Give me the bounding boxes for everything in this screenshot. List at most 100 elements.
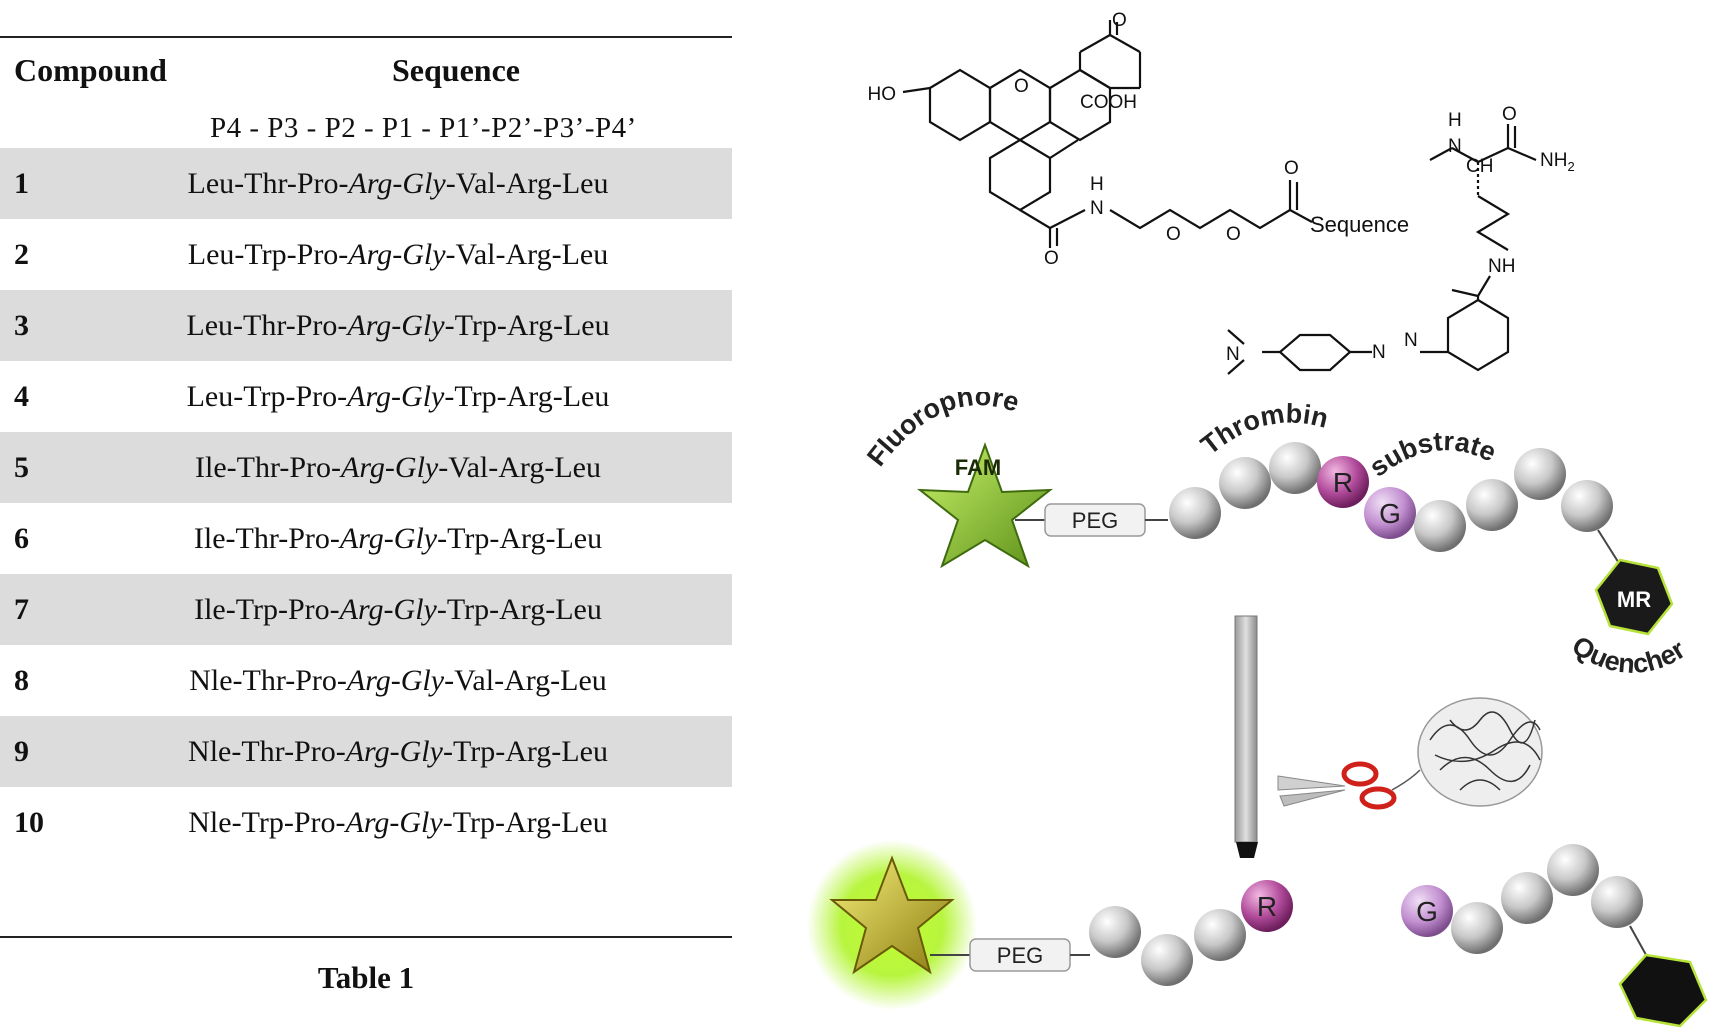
label-o-carbonyl: O <box>1284 158 1299 179</box>
peptide-sequence: Nle-Thr-Pro-Arg-Gly-Trp-Arg-Leu <box>88 716 708 787</box>
label-bead-r-2: R <box>1257 891 1277 922</box>
bead <box>1194 909 1246 961</box>
label-o-peg1: O <box>1166 224 1181 245</box>
bead <box>1547 844 1599 896</box>
sequence-part-gly: Gly <box>402 238 446 271</box>
sequence-part-dash: - <box>383 593 394 626</box>
sequence-part-pre: Leu-Trp-Pro- <box>187 238 349 271</box>
sequence-part-arg: Arg <box>341 451 385 484</box>
benzamide-ring <box>1446 298 1510 372</box>
table-row: 5 Ile-Thr-Pro-Arg-Gly-Val-Arg-Leu <box>0 432 732 503</box>
positions-label: P4 - P3 - P2 - P1 - P1’-P2’-P3’-P4’ <box>210 112 637 144</box>
sequence-part-dash: - <box>384 451 395 484</box>
reaction-arrow <box>1234 615 1258 843</box>
bead <box>1141 934 1193 986</box>
label-o-keto: O <box>1112 10 1127 31</box>
compound-number: 6 <box>14 522 29 555</box>
bead <box>1269 442 1321 494</box>
compound-number: 2 <box>14 238 29 271</box>
sequence-part-dash: - <box>391 380 402 413</box>
label-ho: HO <box>868 84 897 105</box>
scissors-icon <box>1277 761 1397 810</box>
label-substrate: substrate <box>1364 426 1501 482</box>
label-peg-2: PEG <box>997 943 1043 968</box>
benzoic-ring <box>988 138 1052 212</box>
dimethylaniline-ring <box>1278 333 1352 372</box>
label-o-amide2: O <box>1502 104 1517 125</box>
label-n-dimethyl: N <box>1226 344 1240 365</box>
sequence-part-dash: - <box>391 309 402 342</box>
table-caption: Table 1 <box>317 960 415 995</box>
peptide-sequence: Leu-Thr-Pro-Arg-Gly-Val-Arg-Leu <box>88 148 708 219</box>
label-n2: N <box>1448 136 1462 157</box>
bead <box>1219 457 1271 509</box>
peptide-sequence: Nle-Thr-Pro-Arg-Gly-Val-Arg-Leu <box>88 645 708 716</box>
header-sequence: Sequence <box>392 52 520 88</box>
sequence-part-post: -Trp-Arg-Leu <box>442 806 608 839</box>
sequence-part-arg: Arg <box>345 735 390 768</box>
peptide-sequence: Leu-Trp-Pro-Arg-Gly-Trp-Arg-Leu <box>88 361 708 432</box>
sequence-part-pre: Ile-Trp-Pro- <box>194 593 340 626</box>
thrombin-protein-icon <box>1417 697 1543 807</box>
bead <box>1561 480 1613 532</box>
compound-number: 8 <box>14 664 29 697</box>
sequence-part-pre: Ile-Thr-Pro- <box>195 451 342 484</box>
sequence-part-pre: Ile-Thr-Pro- <box>193 522 340 555</box>
sequence-part-pre: Nle-Trp-Pro- <box>188 806 346 839</box>
sequence-part-gly: Gly <box>400 664 445 697</box>
label-nh2: NH2 <box>1540 150 1575 174</box>
sequence-part-dash: - <box>389 735 400 768</box>
bead <box>1591 876 1643 928</box>
released-fam-star <box>829 855 955 975</box>
chemical-structure: HO COOH O O O H N O O O Sequence H N CH … <box>868 10 1575 375</box>
table-bottom-rule <box>0 936 732 938</box>
sequence-part-pre: Leu-Thr-Pro- <box>186 309 348 342</box>
sequence-part-post: -Val-Arg-Leu <box>438 451 601 484</box>
label-sequence: Sequence <box>1310 212 1409 237</box>
sequence-part-arg: Arg <box>347 309 392 342</box>
bead-arg <box>1317 456 1369 508</box>
bead-gly <box>1364 487 1416 539</box>
quencher-hexagon-2 <box>1618 953 1708 1028</box>
sequence-part-post: -Val-Arg-Leu <box>444 664 607 697</box>
sequence-part-pre: Leu-Thr-Pro- <box>187 167 349 200</box>
bead <box>1089 906 1141 958</box>
sequence-part-arg: Arg <box>345 806 390 839</box>
sequence-part-pre: Leu-Trp-Pro- <box>186 380 348 413</box>
label-o-amide: O <box>1044 248 1059 269</box>
compound-number: 5 <box>14 451 29 484</box>
label-bead-g: G <box>1379 498 1401 529</box>
sequence-part-post: -Val-Arg-Leu <box>445 167 609 200</box>
sequence-part-post: -Trp-Arg-Leu <box>437 522 603 555</box>
sequence-part-gly: Gly <box>402 167 446 200</box>
label-ch: CH <box>1466 156 1493 177</box>
sequence-part-gly: Gly <box>394 451 439 484</box>
sequence-part-gly: Gly <box>401 380 445 413</box>
header-compound: Compound <box>14 52 167 88</box>
sequence-part-arg: Arg <box>347 380 392 413</box>
sequence-part-gly: Gly <box>399 806 443 839</box>
quencher-hexagon <box>1594 558 1674 636</box>
compound-number: 1 <box>14 167 29 200</box>
cleavage-scheme: Fluorophore FAM PEG Thrombin substrate R… <box>807 392 1708 1028</box>
label-n: N <box>1090 198 1104 219</box>
sequence-part-gly: Gly <box>393 522 438 555</box>
compound-number: 9 <box>14 735 29 768</box>
label-n-azo1: N <box>1372 342 1386 363</box>
peptide-sequence: Nle-Trp-Pro-Arg-Gly-Trp-Arg-Leu <box>88 787 708 858</box>
sequence-part-arg: Arg <box>346 664 391 697</box>
label-n-azo2: N <box>1404 330 1418 351</box>
sequence-part-dash: - <box>390 664 401 697</box>
fam-star <box>916 442 1054 569</box>
sequence-part-gly: Gly <box>401 309 445 342</box>
compound-number: 3 <box>14 309 29 342</box>
table-row: 6 Ile-Thr-Pro-Arg-Gly-Trp-Arg-Leu <box>0 503 732 574</box>
label-bead-g-2: G <box>1416 896 1438 927</box>
reaction-arrow-head <box>1236 842 1258 858</box>
bead <box>1466 479 1518 531</box>
sequence-part-pre: Nle-Thr-Pro- <box>188 735 346 768</box>
peptide-sequence: Ile-Thr-Pro-Arg-Gly-Trp-Arg-Leu <box>88 503 708 574</box>
